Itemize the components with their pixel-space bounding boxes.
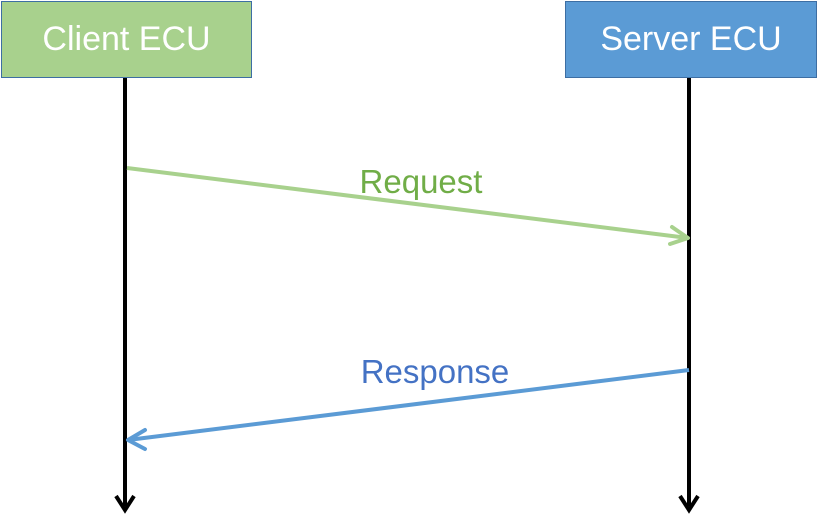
request-arrow [126,166,689,240]
response-label: Response [361,353,510,390]
client-ecu-label: Client ECU [42,20,211,58]
server-lifeline-arrowhead [678,494,700,514]
client-lifeline-arrowhead [114,494,136,514]
client-ecu-box: Client ECU [1,1,252,78]
server-ecu-box: Server ECU [565,1,817,78]
server-ecu-label: Server ECU [600,20,782,58]
response-arrowhead [126,428,147,451]
response-arrow [127,368,690,442]
request-arrowhead [668,225,690,246]
request-label: Request [360,163,483,200]
